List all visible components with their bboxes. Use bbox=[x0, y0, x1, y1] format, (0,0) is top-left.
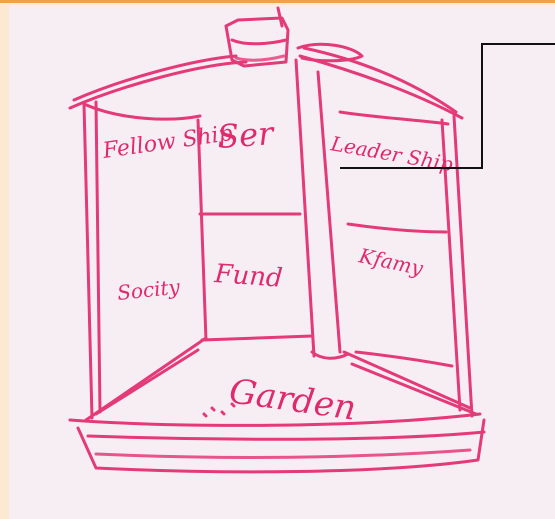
label-mid-center: Fund bbox=[213, 259, 284, 294]
label-top-right: Leader Ship bbox=[328, 131, 455, 176]
label-top-center: Ser bbox=[216, 114, 276, 156]
label-mid-left: Socity bbox=[116, 274, 182, 304]
label-base: Garden bbox=[227, 371, 359, 428]
label-mid-right: Kfamy bbox=[356, 243, 426, 280]
sketch-left-wall bbox=[84, 104, 92, 418]
label-top-left: Fellow Ship bbox=[100, 121, 234, 164]
sketch-center-column bbox=[296, 60, 314, 356]
